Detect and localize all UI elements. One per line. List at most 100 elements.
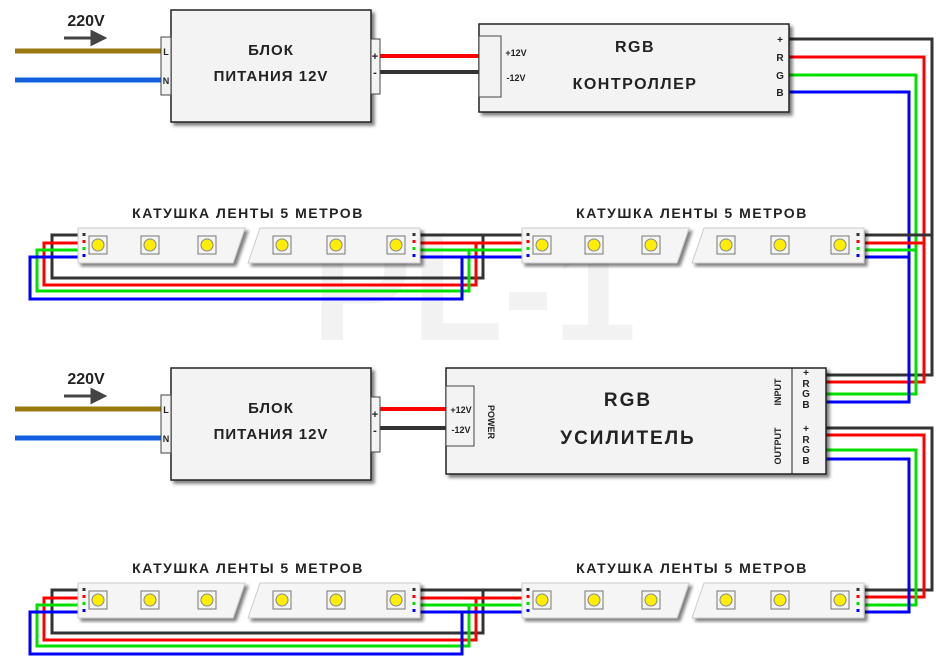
led-icon <box>773 593 787 607</box>
led-chip <box>272 235 292 255</box>
strip-loop-wire <box>35 248 522 293</box>
strip-pad <box>412 247 416 250</box>
amp-title-line1: RGB <box>604 390 652 411</box>
strip-pad <box>526 602 530 605</box>
strip-pad <box>856 602 860 605</box>
strip-pad <box>82 602 86 605</box>
strip-loop-wire <box>42 241 522 287</box>
amp-output-wire <box>826 457 911 614</box>
led-chip <box>88 590 108 610</box>
led-chip <box>140 235 160 255</box>
led-icon <box>644 593 658 607</box>
led-chip <box>770 590 790 610</box>
strip-pad <box>412 254 416 257</box>
led-icon <box>833 593 847 607</box>
led-icon <box>91 238 105 252</box>
led-chip <box>140 590 160 610</box>
strip-loop-wire <box>28 610 522 656</box>
strip-pad <box>526 240 530 243</box>
power-supply-1 <box>170 9 372 123</box>
strip-pad <box>526 247 530 250</box>
led-chip <box>532 235 552 255</box>
amp-output-wire <box>826 448 918 607</box>
led-icon <box>719 593 733 607</box>
led-chip <box>830 590 850 610</box>
led-icon <box>143 593 157 607</box>
led-chip <box>770 235 790 255</box>
amp-power-label: POWER <box>486 405 496 440</box>
strip-pad <box>82 254 86 257</box>
amp-title-line2: УСИЛИТЕЛЬ <box>560 428 695 449</box>
led-chip <box>830 235 850 255</box>
led-chip <box>326 235 346 255</box>
strip-label: КАТУШКА ЛЕНТЫ 5 МЕТРОВ <box>576 205 808 221</box>
amp-output-label: OUTPUT <box>773 427 783 465</box>
strip-pad <box>526 595 530 598</box>
led-chip <box>88 235 108 255</box>
strip-pad <box>856 247 860 250</box>
terminal-minus-label: - <box>373 67 377 79</box>
amp-output-g: G <box>802 445 810 456</box>
strip-pad <box>412 595 416 598</box>
amp-output-plus: + <box>803 424 809 435</box>
amp-input-r: R <box>802 379 810 390</box>
controller-title-line1: RGB <box>615 39 655 56</box>
terminal-plus-label: + <box>372 51 378 63</box>
controller-to-amp-wire <box>789 90 911 404</box>
strip-pad <box>526 609 530 612</box>
input-voltage-label: 220V <box>67 13 105 30</box>
terminal-minus-label: - <box>373 425 377 437</box>
led-chip <box>386 235 406 255</box>
strip-pad <box>412 233 416 236</box>
led-chip <box>641 235 661 255</box>
strip-pad <box>526 254 530 257</box>
dc-terminal-block <box>370 38 381 95</box>
led-chip <box>584 590 604 610</box>
led-icon <box>389 593 403 607</box>
led-icon <box>644 238 658 252</box>
led-icon <box>143 238 157 252</box>
led-icon <box>275 593 289 607</box>
controller-to-amp-wire <box>789 37 934 377</box>
amp-output-r: R <box>802 435 810 446</box>
controller-output-out_b: B <box>776 88 783 99</box>
led-icon <box>535 238 549 252</box>
amp-output-b: B <box>802 456 809 467</box>
led-chip <box>641 590 661 610</box>
wires <box>15 37 934 656</box>
led-chip <box>272 590 292 610</box>
strip-loop-wire <box>50 233 522 280</box>
strip-pad <box>412 609 416 612</box>
strip-pad <box>82 240 86 243</box>
led-chip <box>197 235 217 255</box>
strip-pad <box>82 588 86 591</box>
led-icon <box>329 593 343 607</box>
strip-pad <box>856 595 860 598</box>
strip-pad <box>526 233 530 236</box>
strip-pad <box>856 233 860 236</box>
terminal-n-label: N <box>163 434 170 444</box>
amp-output-wire <box>826 433 926 599</box>
controller-output-out_r: R <box>776 53 784 64</box>
amp-input-b: B <box>802 400 809 411</box>
strip-pad <box>856 254 860 257</box>
led-chip <box>326 590 346 610</box>
controller-output-out_plus: + <box>777 35 783 46</box>
led-icon <box>200 238 214 252</box>
led-icon <box>389 238 403 252</box>
led-icon <box>329 238 343 252</box>
rgb-amplifier <box>445 367 827 475</box>
strip-loop-wire <box>35 603 522 648</box>
strip-label: КАТУШКА ЛЕНТЫ 5 МЕТРОВ <box>132 205 364 221</box>
strip-pad <box>82 233 86 236</box>
psu-title-line1: БЛОК <box>248 400 294 417</box>
led-icon <box>587 593 601 607</box>
psu-title-line2: ПИТАНИЯ 12V <box>214 68 329 85</box>
led-chip <box>197 590 217 610</box>
led-icon <box>587 238 601 252</box>
amp-input-g: G <box>802 389 810 400</box>
strip-pad <box>412 240 416 243</box>
led-icon <box>719 238 733 252</box>
strip-pad <box>856 588 860 591</box>
